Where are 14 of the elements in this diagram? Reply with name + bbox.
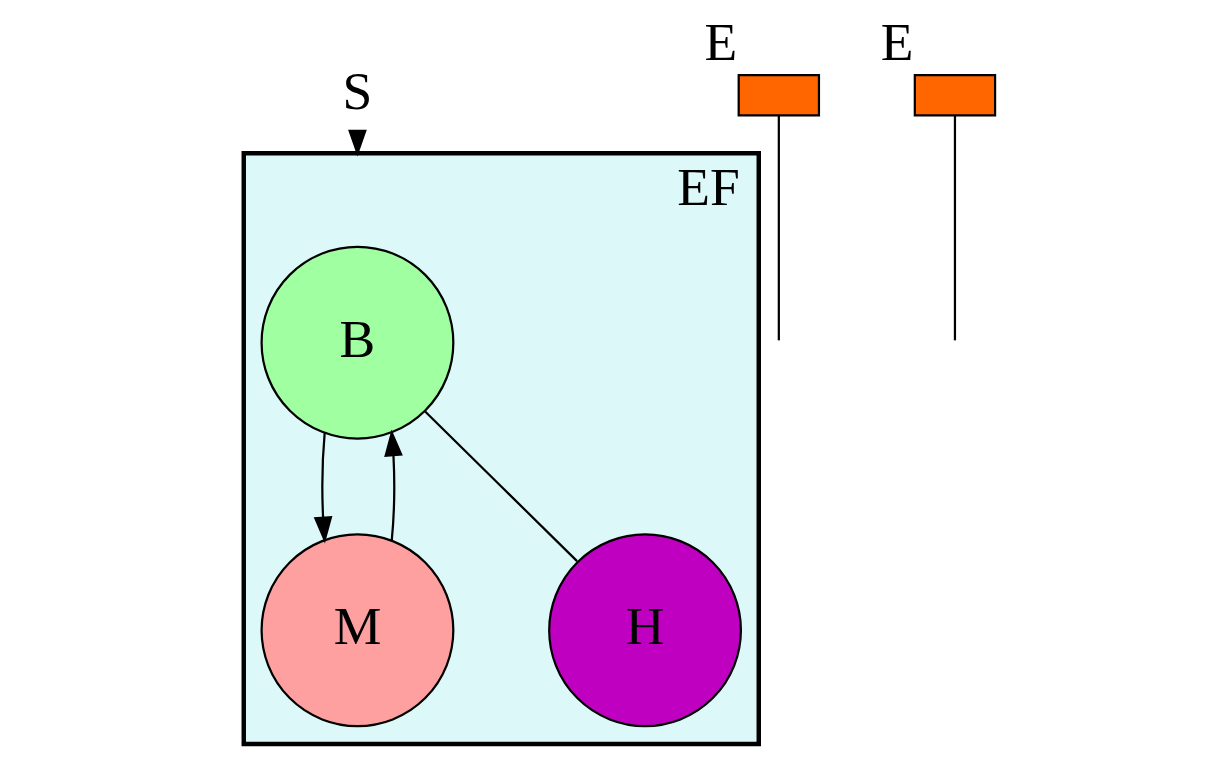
connector	[953, 115, 956, 341]
node-text: S	[342, 61, 372, 122]
node-box	[913, 74, 996, 117]
node-circle: M	[259, 533, 454, 728]
node-circle: B	[259, 245, 454, 440]
node-box	[737, 74, 820, 117]
node-label: E	[704, 11, 737, 72]
arrow	[347, 129, 367, 157]
node-circle: H	[547, 533, 742, 728]
node-label: E	[880, 11, 913, 72]
connector	[777, 115, 780, 341]
connector	[423, 410, 578, 562]
arrow	[383, 429, 403, 541]
arrow	[313, 432, 332, 544]
